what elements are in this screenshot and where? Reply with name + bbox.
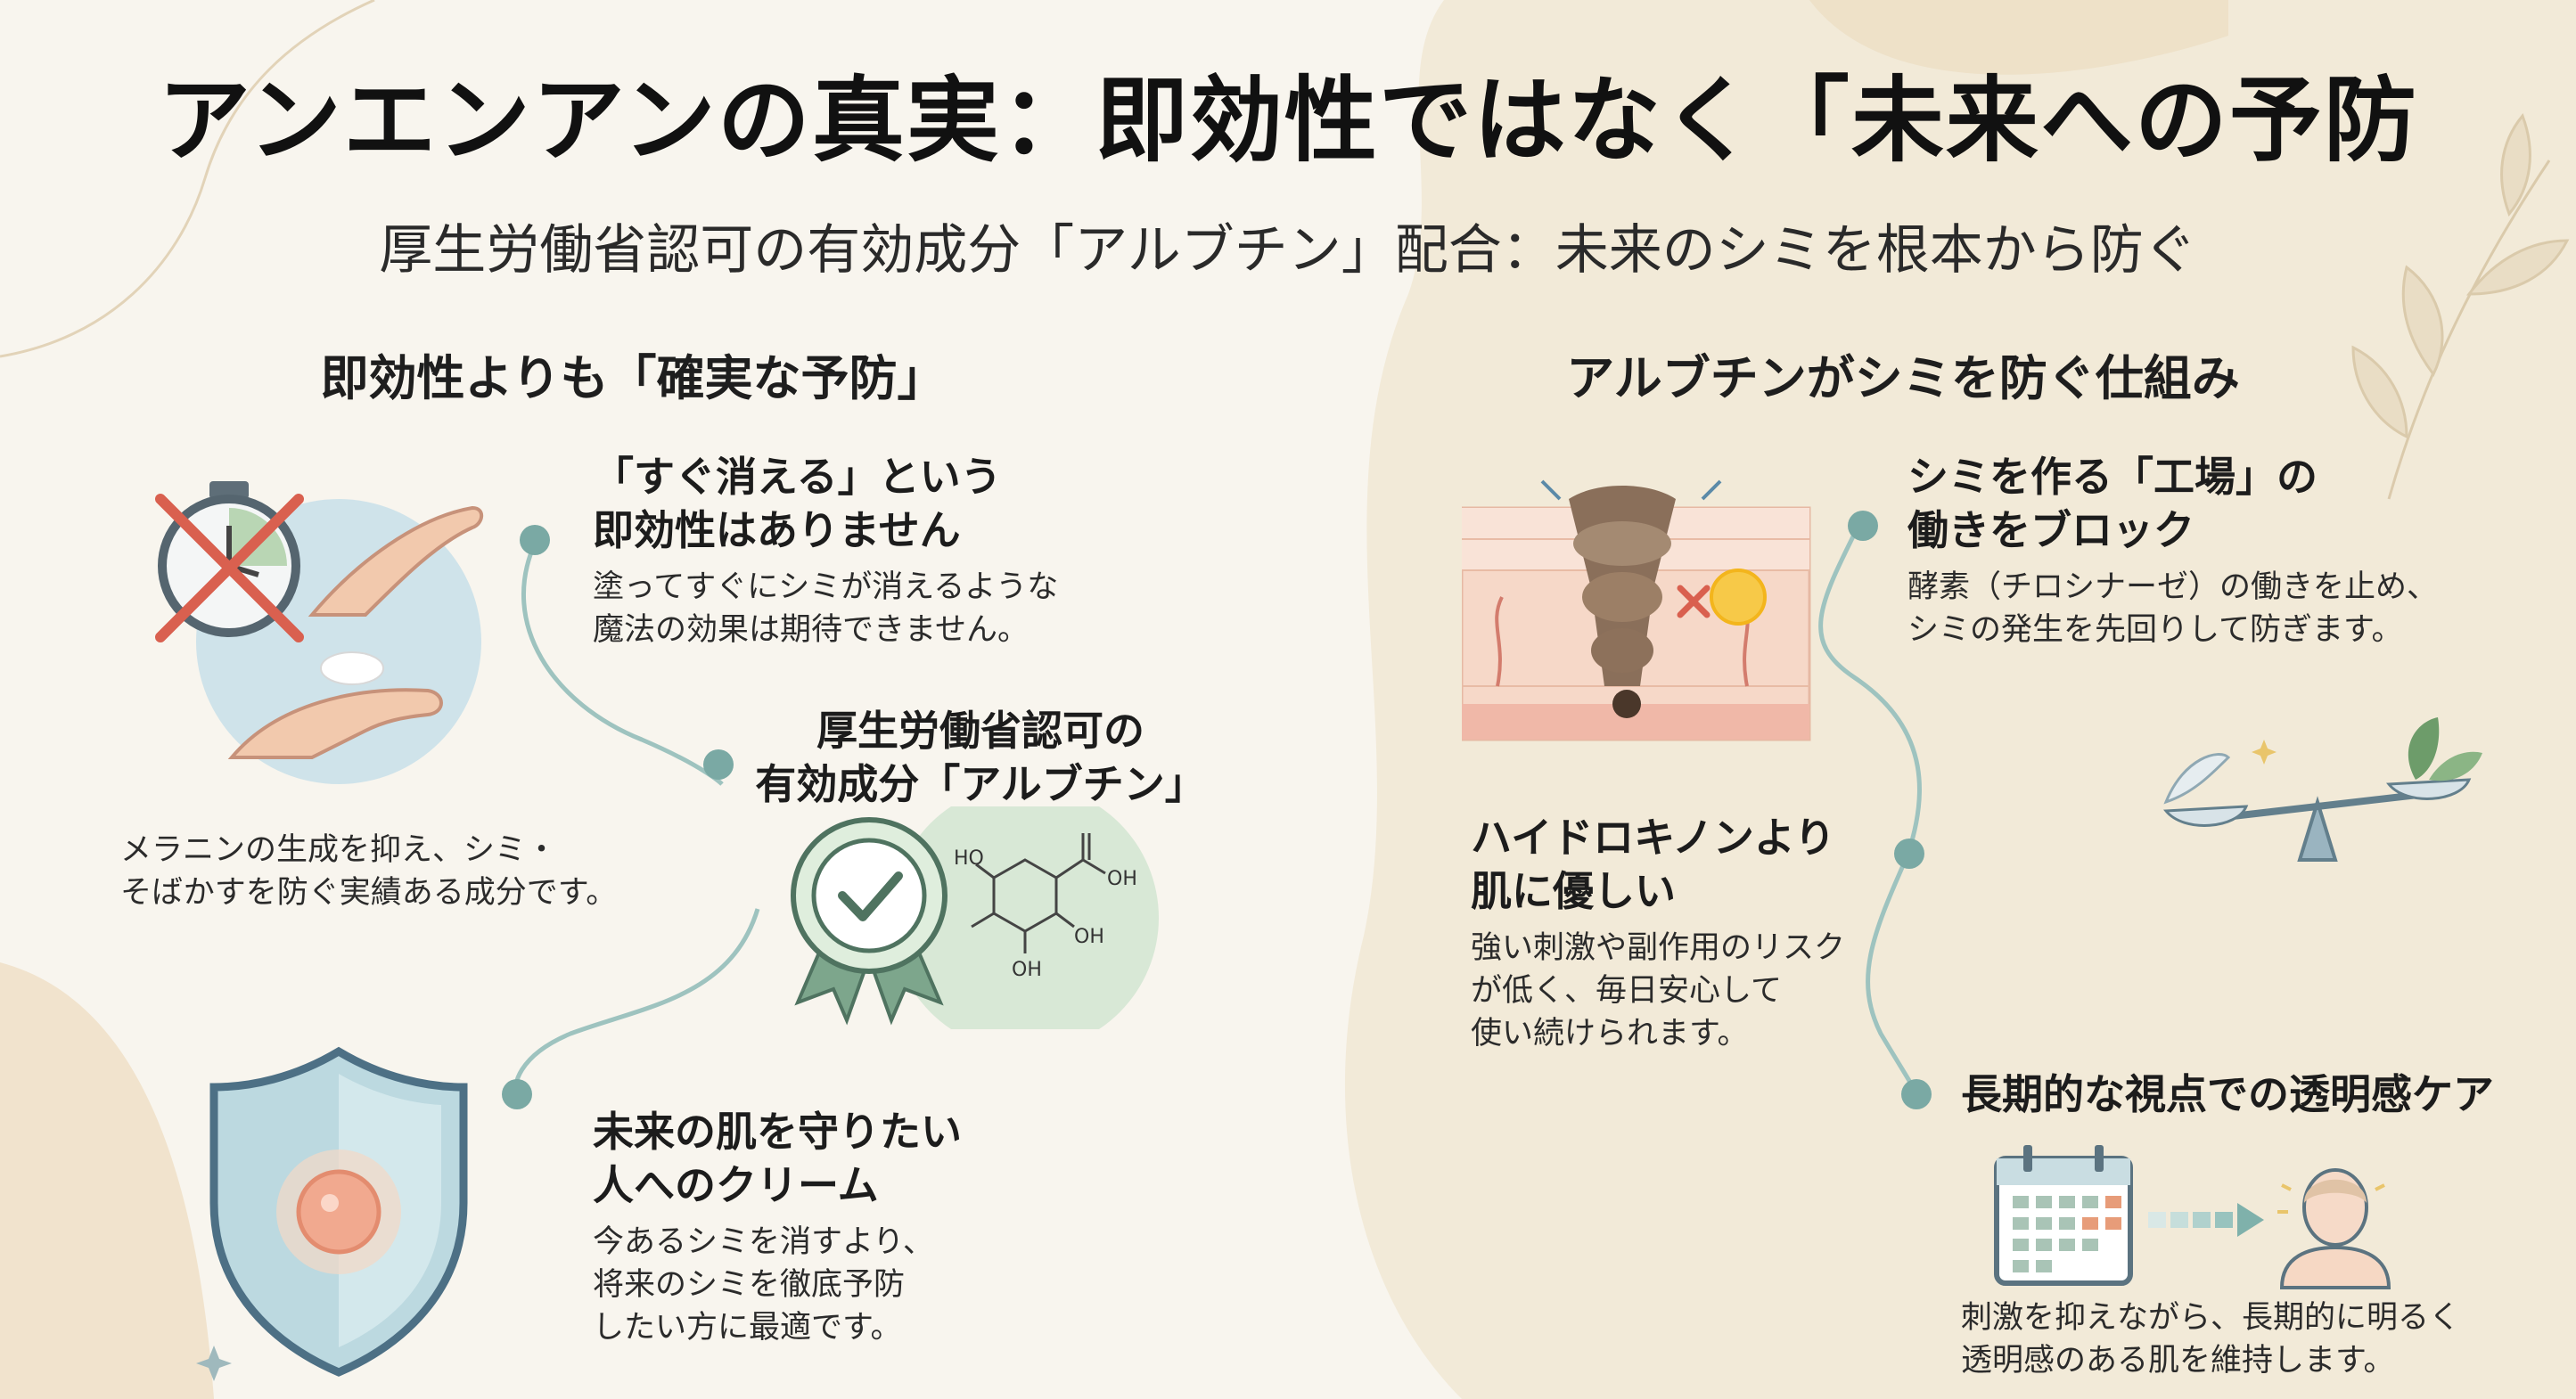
connector-dot <box>1848 511 1878 541</box>
right-item-2-body-line: 強い刺激や副作用のリスク <box>1471 930 1846 966</box>
molecule-label-oh: OH <box>1074 926 1104 948</box>
balance-scale-illustration <box>2163 717 2482 862</box>
left-item-3-body-line: したい方に最適です。 <box>593 1310 902 1346</box>
melanin-cluster-icon <box>1569 486 1676 718</box>
left-item-2-body-line: そばかすを防ぐ実績ある成分です。 <box>120 875 618 911</box>
sparkle-icon <box>2252 740 2277 765</box>
medal-molecule-illustration: HO OH OH OH <box>791 806 1159 1029</box>
hands-icon <box>227 505 484 759</box>
leaf-decoration <box>2351 113 2570 500</box>
connector-dot <box>502 1079 532 1109</box>
face-icon <box>2279 1168 2391 1289</box>
right-item-3-body-line: 透明感のある肌を維持します。 <box>1961 1343 2395 1379</box>
left-item-3-title-line: 人へのクリーム <box>593 1161 879 1209</box>
right-item-1-title-line: 働きをブロック <box>1907 506 2195 554</box>
balance-scale-icon <box>2163 778 2472 862</box>
cross-icon <box>155 494 304 642</box>
calendar-face-illustration <box>1994 1145 2391 1289</box>
right-item-2-body-line: が低く、毎日安心して <box>1471 973 1782 1009</box>
right-item-1-body-line: 酵素（チロシナーゼ）の働きを止め、 <box>1907 569 2439 605</box>
left-item-1-body: 塗ってすぐにシミが消えるような 魔法の効果は期待できません。 <box>593 566 1128 651</box>
right-item-1-body-line: シミの発生を先回りして防ぎます。 <box>1907 612 2403 648</box>
molecule-label-oh: OH <box>1012 959 1042 981</box>
molecule-structure-icon <box>971 833 1106 953</box>
connector-dot <box>1901 1079 1932 1109</box>
molecule-label-oh: OH <box>1107 868 1137 890</box>
connector-dot <box>703 749 734 780</box>
connector-dot <box>520 525 550 555</box>
calendar-icon <box>1994 1145 2133 1286</box>
right-item-2-title: ハイドロキノンより 肌に優しい <box>1471 811 1899 918</box>
left-item-3-body-line: 今あるシミを消すより、 <box>593 1224 934 1260</box>
right-item-1-body: 酵素（チロシナーゼ）の働きを止め、 シミの発生を先回りして防ぎます。 <box>1907 566 2531 651</box>
right-section-heading: アルブチンがシミを防ぐ仕組み <box>1566 350 2240 406</box>
left-item-1-body-line: 魔法の効果は期待できません。 <box>593 612 1029 648</box>
molecule-label-ho: HO <box>954 847 984 870</box>
left-item-1-body-line: 塗ってすぐにシミが消えるような <box>593 569 1059 605</box>
right-item-3-body: 刺激を抑えながら、長期的に明るく 透明感のある肌を維持します。 <box>1961 1297 2567 1382</box>
left-item-1-title-line: 即効性はありません <box>593 506 961 554</box>
sun-icon <box>1710 569 1767 626</box>
left-section-heading: 即効性よりも「確実な予防」 <box>320 350 946 406</box>
shield-icon <box>209 1046 468 1377</box>
shield-illustration <box>196 1046 468 1381</box>
right-item-3-title: 長期的な視点での透明感ケア <box>1961 1068 2567 1121</box>
feather-icon <box>2163 753 2231 805</box>
skin-cross-section-illustration <box>1462 479 1811 741</box>
leaf-icon <box>2408 717 2482 781</box>
connector-dot <box>1894 839 1924 869</box>
left-item-3-body-line: 将来のシミを徹底予防 <box>593 1267 906 1303</box>
right-item-2-body: 強い刺激や副作用のリスク が低く、毎日安心して 使い続けられます。 <box>1471 927 1916 1055</box>
left-item-3-body: 今あるシミを消すより、 将来のシミを徹底予防 したい方に最適です。 <box>593 1221 1092 1349</box>
award-ribbon-icon <box>791 817 948 1026</box>
left-item-2-title-line: 厚生労働省認可の <box>816 707 1144 755</box>
right-item-1-title-line: シミを作る「工場」の <box>1907 453 2318 501</box>
right-item-3-body-line: 刺激を抑えながら、長期的に明るく <box>1961 1300 2461 1336</box>
page-title: アンエンアンの真実：即効性ではなく「未来への予防 <box>158 66 2418 175</box>
cross-icon <box>1677 585 1710 618</box>
right-item-3-title-line: 長期的な視点での透明感ケア <box>1961 1070 2494 1118</box>
stopwatch-hands-illustration <box>155 481 484 784</box>
right-item-2-title-line: 肌に優しい <box>1471 867 1676 915</box>
arrow-right-icon <box>2148 1203 2264 1237</box>
left-item-2-body-line: メラニンの生成を抑え、シミ・ <box>120 832 558 868</box>
left-item-3-title-line: 未来の肌を守りたい <box>593 1108 962 1156</box>
left-item-1-title: 「すぐ消える」という 即効性はありません <box>593 450 1092 557</box>
right-item-2-body-line: 使い続けられます。 <box>1471 1016 1749 1051</box>
left-item-2-body: メラニンの生成を抑え、シミ・ そばかすを防ぐ実績ある成分です。 <box>120 829 691 914</box>
sparkle-icon <box>196 1346 232 1381</box>
right-item-1-title: シミを作る「工場」の 働きをブロック <box>1907 450 2407 557</box>
right-item-2-title-line: ハイドロキノンより <box>1471 814 1835 862</box>
left-item-2-title-line: 有効成分「アルブチン」 <box>755 760 1206 808</box>
page-subtitle: 厚生労働省認可の有効成分「アルブチン」配合：未来のシミを根本から防ぐ <box>379 219 2197 282</box>
left-item-2-title: 厚生労働省認可の 有効成分「アルブチン」 <box>749 704 1212 811</box>
left-item-3-title: 未来の肌を守りたい 人へのクリーム <box>593 1105 1056 1212</box>
left-item-1-title-line: 「すぐ消える」という <box>593 453 1002 501</box>
